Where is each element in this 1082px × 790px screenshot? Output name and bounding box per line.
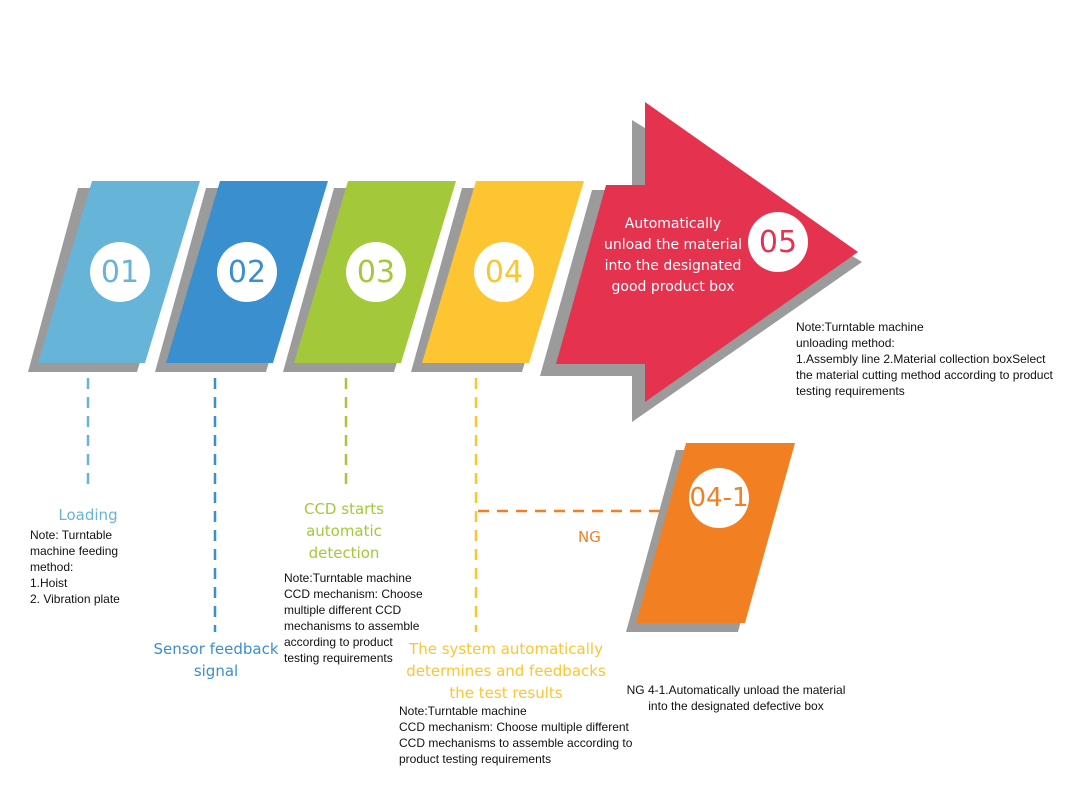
step-05-note: Note:Turntable machine unloading method:… xyxy=(796,320,1053,398)
step-number-04: 04 xyxy=(474,242,534,302)
step-04-note: Note:Turntable machine CCD mechanism: Ch… xyxy=(399,704,633,766)
step-02-title: Sensor feedback signal xyxy=(153,640,279,680)
step-03-title: CCD starts automatic detection xyxy=(303,500,385,562)
step-01-title: Loading xyxy=(58,506,118,524)
step-04-title: The system automatically determines and … xyxy=(406,640,606,702)
step-03-note: Note:Turntable machine CCD mechanism: Ch… xyxy=(284,571,423,665)
step-number-05: 05 xyxy=(748,212,808,272)
step-05-title: Automatically unload the material into t… xyxy=(604,216,742,295)
step-number-03: 03 xyxy=(346,242,406,302)
step-number-04-1: 04-1 xyxy=(689,468,749,528)
step-05-arrow xyxy=(556,102,858,402)
step-04-1-shape xyxy=(636,443,795,623)
step-number-01: 01 xyxy=(90,242,150,302)
step-number-02: 02 xyxy=(217,242,277,302)
step-04-1-note: NG 4-1.Automatically unload the material… xyxy=(626,683,846,713)
step-01-note: Note: Turntable machine feeding method: … xyxy=(30,528,120,606)
ng-label: NG xyxy=(578,528,601,546)
